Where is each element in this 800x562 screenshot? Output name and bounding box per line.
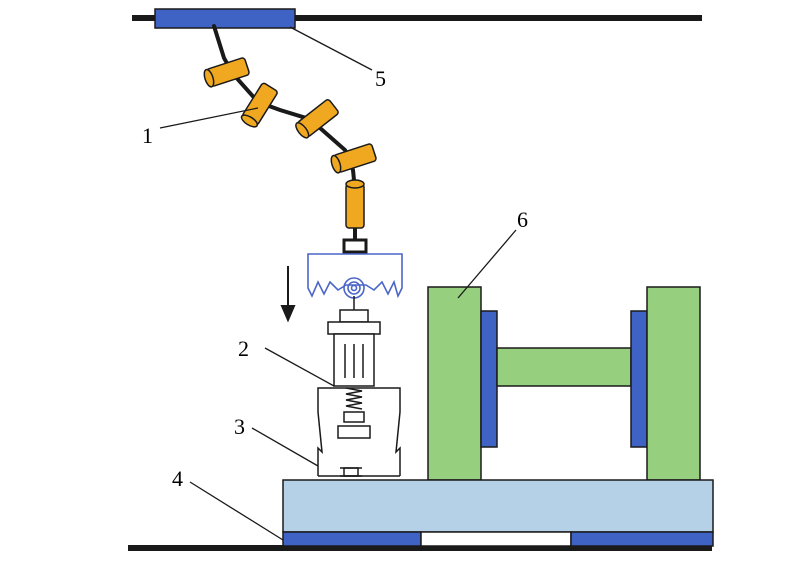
joint-3 [295,99,339,139]
fixture [317,387,401,477]
callout-5: 5 [375,66,386,91]
frame-right-column [646,286,701,481]
joint-4 [330,143,377,174]
frame-right-plate [630,310,648,448]
callout-4: 4 [172,466,183,491]
workpiece [327,296,381,439]
down-arrow-icon [280,266,296,323]
bottom-block-left [282,531,422,547]
frame-left-column [427,286,482,481]
leader-1 [159,107,259,129]
leader-4 [189,481,284,541]
top-mount [154,8,296,29]
callout-6: 6 [517,207,528,232]
bottom-gap [420,531,572,547]
leader-lines [159,26,517,541]
frame-crossbar [496,347,632,387]
base-table [282,479,714,533]
bottom-block-right [570,531,714,547]
leader-6 [457,229,517,299]
gripper [307,253,403,299]
gripper-mount [342,238,368,254]
joint-1 [203,57,250,88]
joint-5-vertical [345,179,365,229]
leader-5 [289,26,373,71]
callout-3: 3 [234,414,245,439]
joint-2 [240,82,278,128]
frame-left-plate [480,310,498,448]
leader-3 [251,427,319,467]
callout-2: 2 [238,336,249,361]
callout-1: 1 [142,123,153,148]
leader-2 [264,347,335,387]
arm-joints [203,57,377,229]
